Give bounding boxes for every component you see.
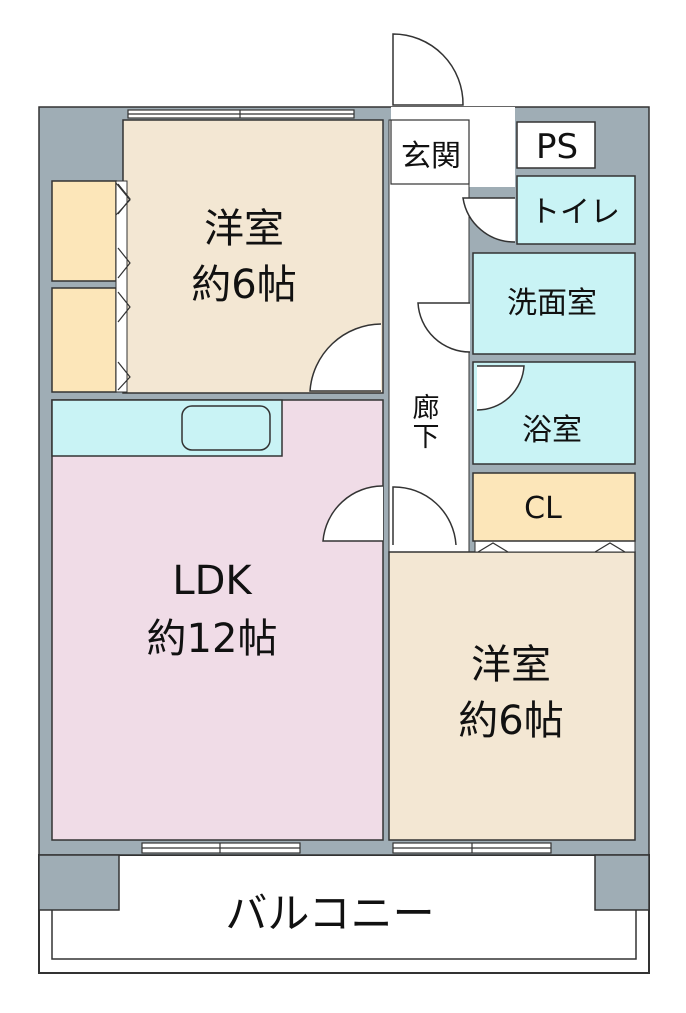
toilet-label: トイレ	[530, 195, 620, 230]
closet-left-upper	[51, 180, 117, 282]
kitchen-sink	[181, 405, 271, 451]
closet-door-mark-c	[117, 291, 131, 323]
window-ldk	[141, 842, 301, 854]
balcony-label: バルコニー	[225, 889, 434, 938]
closet-cl	[472, 472, 636, 542]
cl-door-mark-b	[594, 542, 626, 553]
western-bottom-name: 洋室	[471, 642, 551, 688]
closet-left-doors	[115, 180, 128, 393]
window-top	[127, 109, 355, 119]
entrance-label: 玄関	[401, 139, 461, 174]
washroom	[472, 252, 636, 355]
western-top-size: 約6帖	[191, 262, 296, 308]
wall-pier-left	[38, 854, 120, 911]
toilet-room	[516, 175, 636, 245]
closet-left-lower	[51, 287, 117, 393]
ldk-room	[51, 399, 384, 841]
wall-pier-right	[594, 854, 650, 911]
closet-door-mark-b	[117, 247, 131, 279]
ldk-name: LDK	[172, 558, 253, 604]
western-room-bottom	[388, 551, 636, 841]
bathroom-label: 浴室	[522, 413, 582, 448]
western-bottom-door	[392, 486, 457, 546]
cl-door-mark-a	[477, 542, 509, 553]
ldk-size: 約12帖	[147, 616, 278, 662]
hallway-label-1: 廊	[413, 393, 440, 424]
western-top-name: 洋室	[204, 206, 284, 252]
hallway-label-2: 下	[413, 422, 440, 453]
closet-door-mark-a	[117, 183, 131, 215]
ldk-door	[322, 485, 384, 542]
toilet-door	[462, 197, 516, 243]
washroom-door	[417, 302, 471, 353]
closet-door-mark-d	[117, 361, 131, 391]
window-western-bottom	[392, 842, 552, 854]
ps-box	[516, 121, 596, 169]
closet-label: CL	[524, 491, 562, 526]
western-bottom-size: 約6帖	[458, 698, 563, 744]
western-top-door	[309, 323, 382, 392]
washroom-label: 洗面室	[507, 286, 597, 321]
balcony-area	[38, 854, 650, 974]
bathroom-door	[476, 365, 525, 411]
entrance-door	[392, 33, 464, 106]
ps-label: PS	[536, 127, 578, 167]
entrance-area	[390, 119, 470, 185]
